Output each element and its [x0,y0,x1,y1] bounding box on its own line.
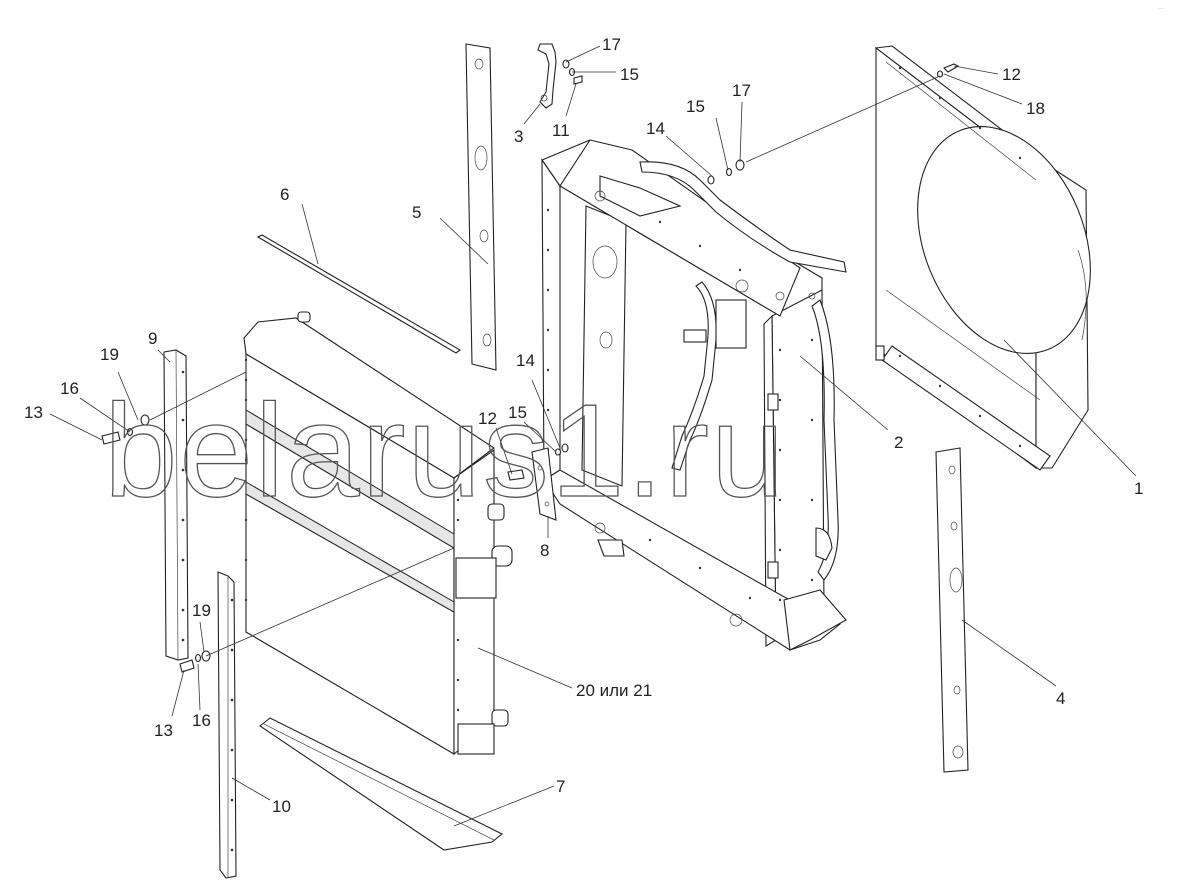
leader-lines [49,45,1137,827]
callout-9: 9 [148,329,157,348]
callout-1: 1 [1134,479,1143,498]
part-7-plate [259,717,504,851]
callout-17: 17 [602,35,621,54]
callout-4: 4 [1056,689,1065,708]
part-9-angle [163,349,189,661]
fasteners-left [101,414,211,673]
callout-14: 14 [646,119,665,138]
callout-13: 13 [154,721,173,740]
callout-11: 11 [552,121,570,140]
callout-12: 12 [1002,65,1021,84]
part-4-bar [935,447,969,773]
part-5-bar [465,43,497,371]
callout-15: 15 [620,65,639,84]
part-3-handle [537,43,557,109]
callout-18: 18 [1026,99,1045,118]
callout-8: 8 [540,541,549,560]
part-1-shroud [874,45,1091,471]
callout-16: 16 [192,711,211,730]
callout-labels: 17 15 3 11 17 15 14 12 18 5 6 9 19 16 13… [24,35,1143,816]
part-10-angle [217,571,237,879]
callout-13: 13 [24,403,43,422]
part-6-strip [256,234,461,354]
callout-19: 19 [192,601,211,620]
callout-17: 17 [732,81,751,100]
callout-5: 5 [412,203,421,222]
callout-10: 10 [272,797,291,816]
callout-16: 16 [60,379,79,398]
callout-14: 14 [516,351,535,370]
corner-mark: ... [1158,4,1164,11]
callout-12: 12 [478,409,497,428]
part-20-radiator [243,311,513,756]
callout-19: 19 [100,345,119,364]
part-2-frame [541,139,847,651]
callout-15: 15 [508,403,527,422]
callout-15: 15 [686,97,705,116]
callout-7: 7 [556,777,565,796]
callout-6: 6 [280,185,289,204]
callout-2: 2 [894,433,903,452]
watermark-text: belarus1.ru [104,377,786,524]
callout-3: 3 [514,127,523,146]
callout-20-21: 20 или 21 [576,681,652,700]
